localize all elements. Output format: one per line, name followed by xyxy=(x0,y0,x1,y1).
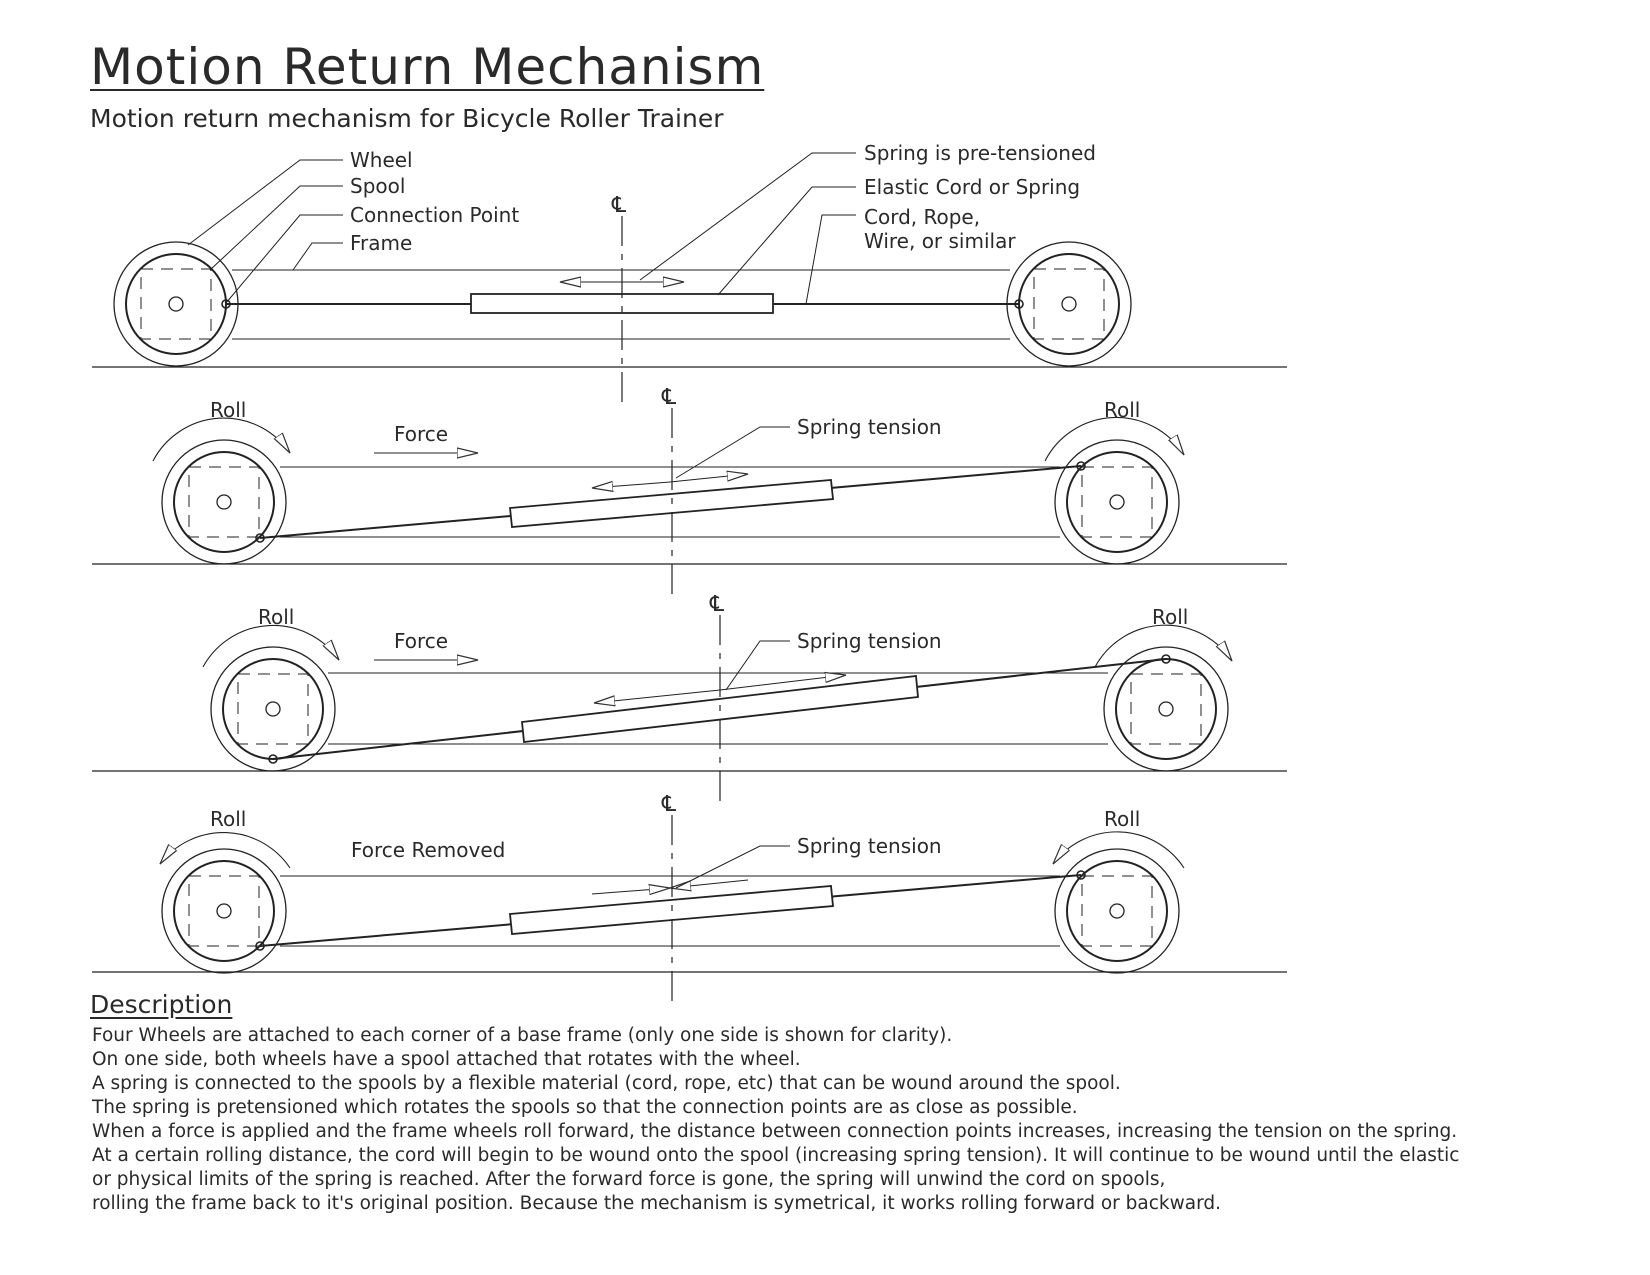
leader-spring-pretensioned xyxy=(639,152,856,281)
description-line: The spring is pretensioned which rotates… xyxy=(92,1097,1078,1118)
centerline-symbol: ℄ xyxy=(611,193,627,218)
spring-arrow xyxy=(669,474,748,483)
leader-spring-tension xyxy=(675,426,790,479)
roll-arrow-left xyxy=(202,624,339,668)
description-line: On one side, both wheels have a spool at… xyxy=(92,1049,801,1070)
description-line: or physical limits of the spring is reac… xyxy=(92,1169,1166,1190)
spring-arrow xyxy=(594,689,721,703)
label-roll-right: Roll xyxy=(1104,398,1140,422)
panel-force-removed xyxy=(92,815,1287,1005)
spring-arrow xyxy=(670,879,749,888)
left-wheel xyxy=(210,646,336,772)
leader-wheel xyxy=(187,159,343,246)
description-line: A spring is connected to the spools by a… xyxy=(92,1073,1121,1094)
label-spring-tension: Spring tension xyxy=(797,415,942,439)
label-frame: Frame xyxy=(350,231,412,255)
label-roll-right: Roll xyxy=(1152,605,1188,629)
leader-spring-tension xyxy=(675,845,790,889)
label-cord-line1: Cord, Rope, xyxy=(864,205,980,229)
spring-arrow xyxy=(592,482,671,488)
description-line: rolling the frame back to it's original … xyxy=(92,1193,1221,1214)
page-title: Motion Return Mechanism xyxy=(90,38,765,96)
page-subtitle: Motion return mechanism for Bicycle Roll… xyxy=(90,104,724,133)
label-roll-left: Roll xyxy=(210,398,246,422)
label-cord-line2: Wire, or similar xyxy=(864,229,1016,253)
label-spring-tension: Spring tension xyxy=(797,834,942,858)
label-force: Force xyxy=(394,422,448,446)
roll-arrow-right xyxy=(1053,831,1185,869)
roll-arrow-right xyxy=(1044,416,1184,462)
label-spring-pretensioned: Spring is pre-tensioned xyxy=(864,141,1096,165)
label-force: Force xyxy=(394,629,448,653)
right-wheel xyxy=(1054,439,1180,565)
label-spool: Spool xyxy=(350,174,405,198)
label-roll-right: Roll xyxy=(1104,807,1140,831)
left-wheel xyxy=(161,439,287,565)
left-wheel xyxy=(161,848,287,974)
leader-spring-tension xyxy=(725,640,790,691)
panel-force-applied xyxy=(92,408,1287,600)
centerline-symbol: ℄ xyxy=(661,385,677,410)
leader-spool xyxy=(209,185,343,271)
roll-arrow-right xyxy=(1094,624,1232,668)
label-elastic-cord: Elastic Cord or Spring xyxy=(864,175,1080,199)
label-spring-tension: Spring tension xyxy=(797,629,942,653)
label-roll-left: Roll xyxy=(210,807,246,831)
leader-frame xyxy=(292,242,343,271)
right-wheel xyxy=(1103,646,1229,772)
panel-pretensioned xyxy=(92,152,1287,408)
description-line: At a certain rolling distance, the cord … xyxy=(92,1145,1460,1166)
spring-arrow xyxy=(591,888,670,894)
description-body: Four Wheels are attached to each corner … xyxy=(92,1024,1459,1216)
description-line: When a force is applied and the frame wh… xyxy=(92,1121,1458,1142)
roll-arrow-left xyxy=(152,417,290,462)
centerline-symbol: ℄ xyxy=(709,592,725,617)
leader-elastic-cord xyxy=(717,186,856,296)
right-wheel xyxy=(1054,848,1180,974)
centerline-symbol: ℄ xyxy=(661,792,677,817)
spring-arrow xyxy=(719,675,846,691)
panel-cord-winding xyxy=(92,615,1287,805)
label-force-removed: Force Removed xyxy=(351,838,505,862)
leader-connection-point xyxy=(225,214,343,304)
description-heading: Description xyxy=(90,990,233,1019)
right-wheel xyxy=(1006,241,1132,367)
label-wheel: Wheel xyxy=(350,148,413,172)
label-roll-left: Roll xyxy=(258,605,294,629)
leader-cord xyxy=(805,214,856,305)
description-line: Four Wheels are attached to each corner … xyxy=(92,1025,953,1046)
roll-arrow-left xyxy=(160,832,291,869)
label-connection-point: Connection Point xyxy=(350,203,519,227)
